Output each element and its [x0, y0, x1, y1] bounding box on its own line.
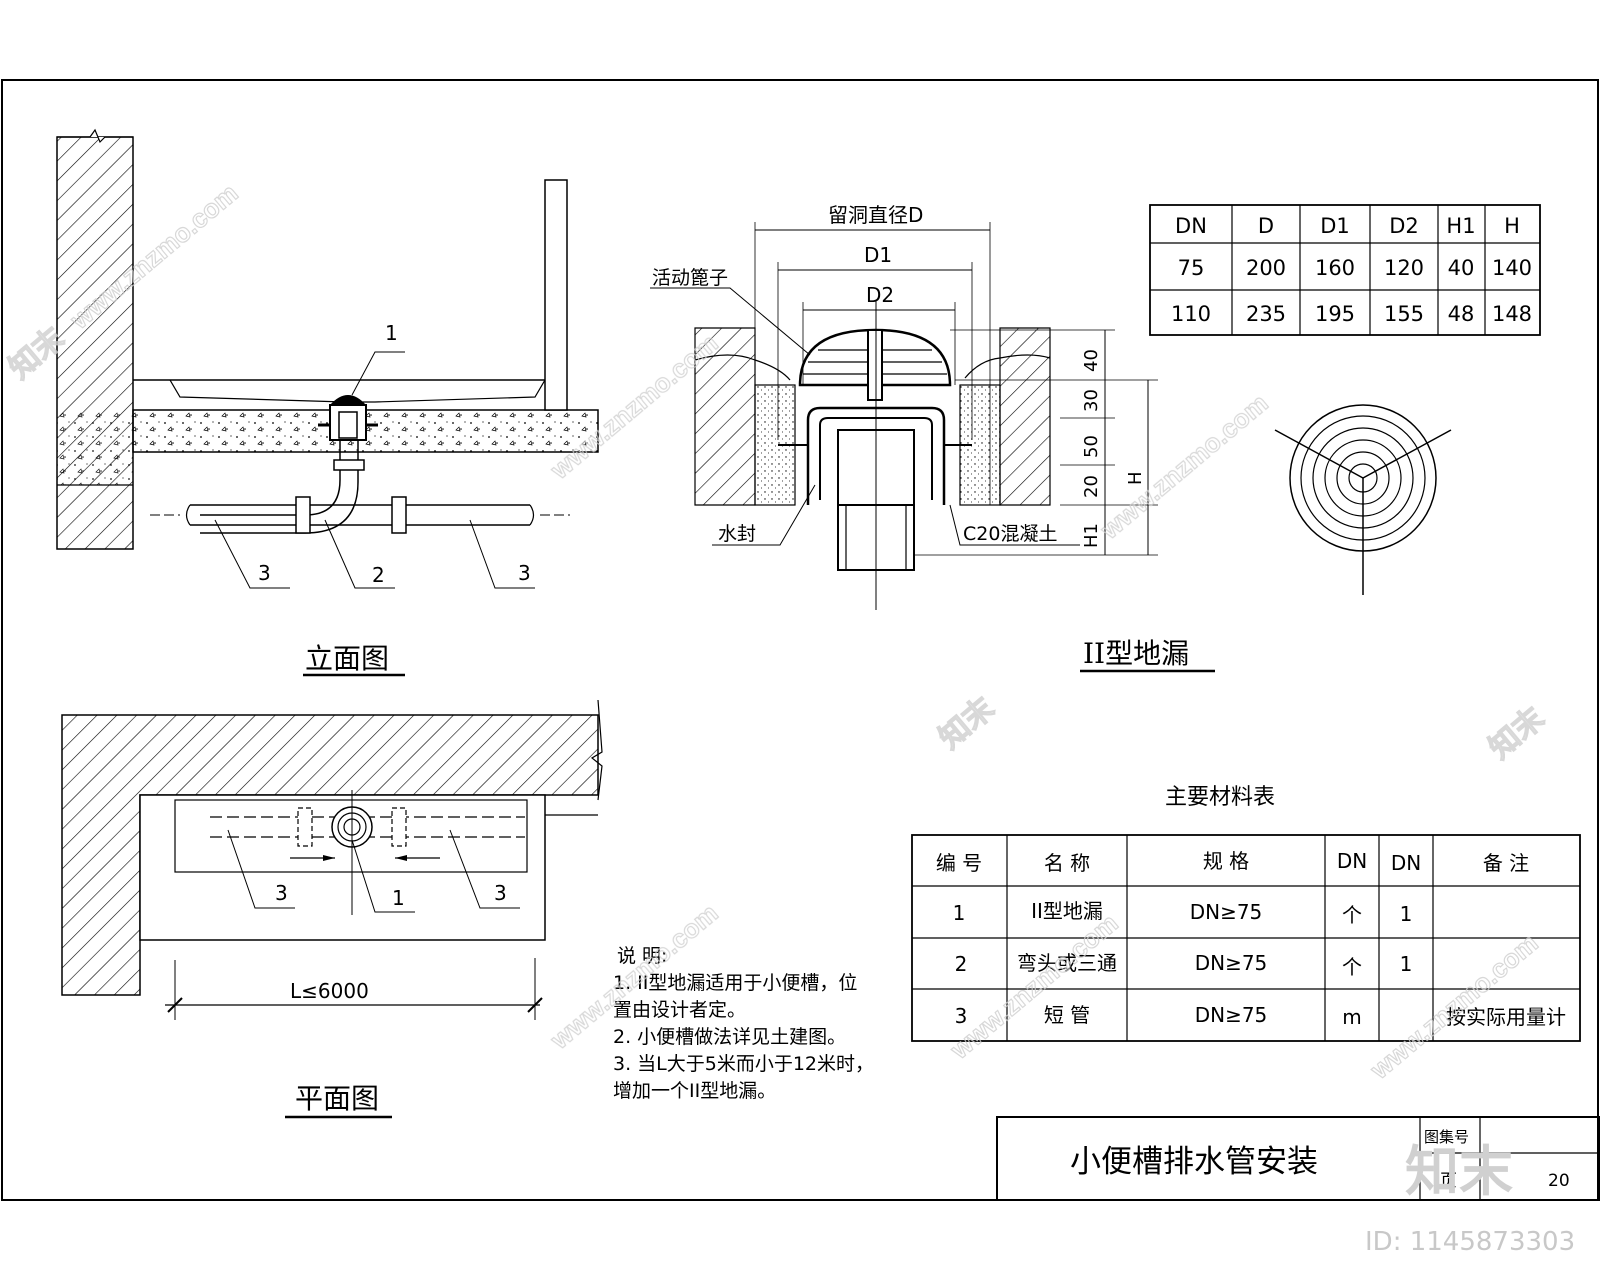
dim-table-cell: 40	[1448, 256, 1475, 280]
drain-dim-30: 30	[1081, 389, 1102, 412]
elevation-label-2: 2	[372, 563, 385, 587]
grate-plan-icon	[1274, 404, 1452, 595]
plan-length-label: L≤6000	[290, 979, 369, 1003]
plan-label-1: 1	[392, 886, 405, 910]
materials-cell: 3	[955, 1004, 968, 1028]
dim-table-cell: 148	[1492, 302, 1532, 326]
drain-h-label: H	[1125, 471, 1146, 485]
plan-title: 平面图	[295, 1082, 379, 1115]
dim-table-cell: 120	[1384, 256, 1424, 280]
watermark-logo: 知末	[1405, 1140, 1513, 1203]
dim-table-cell: 140	[1492, 256, 1532, 280]
materials-header: DN	[1337, 849, 1367, 873]
elevation-drain-grate	[330, 395, 366, 405]
materials-table: 主要材料表 编 号 名 称 规 格 DN DN 备 注 1 II型地漏 DN≥7…	[911, 785, 1581, 1042]
sheet-border	[1, 79, 1599, 1201]
drain-dim-50: 50	[1081, 435, 1102, 458]
dimension-table: DN D D1 D2 H1 H 75 200 160 120 40 140 11…	[1149, 204, 1541, 336]
dim-table-cell: 48	[1448, 302, 1475, 326]
dim-table-header: H	[1504, 214, 1520, 238]
dim-table-cell: 235	[1246, 302, 1286, 326]
dim-table-cell: 110	[1171, 302, 1211, 326]
drain-concrete-label: C20混凝土	[963, 523, 1057, 545]
materials-header: 备 注	[1483, 851, 1529, 875]
materials-header: 规 格	[1203, 849, 1249, 873]
materials-title: 主要材料表	[1165, 785, 1275, 810]
materials-header: 名 称	[1044, 851, 1090, 875]
drain-hole-label: 留洞直径D	[828, 203, 923, 227]
materials-cell: m	[1342, 1005, 1361, 1029]
plan-label-3a: 3	[275, 881, 288, 905]
elevation-view: 1 3 2 3 立面图	[56, 128, 599, 677]
notes-line: 3. 当L大于5米而小于12米时，	[613, 1053, 874, 1075]
dim-table-header: DN	[1175, 214, 1207, 238]
dim-table-header: H1	[1446, 214, 1475, 238]
materials-cell: 按实际用量计	[1446, 1005, 1566, 1029]
materials-header: 编 号	[936, 851, 982, 875]
plan-label-3b: 3	[494, 881, 507, 905]
dim-table-cell: 195	[1315, 302, 1355, 326]
materials-cell: II型地漏	[1031, 899, 1103, 923]
watermark-site: www.znzmo.com	[1094, 388, 1274, 546]
materials-cell: 1	[953, 901, 966, 925]
watermark-id: ID: 1145873303	[1365, 1227, 1575, 1257]
plan-view: 3 1 3 L≤6000 平面图	[61, 699, 603, 1119]
materials-cell: 个	[1342, 955, 1362, 979]
drawing-title: 小便槽排水管安装	[1070, 1144, 1318, 1180]
page-number: 20	[1548, 1171, 1570, 1191]
drain-d1-label: D1	[864, 243, 892, 267]
drain-seal-label: 水封	[718, 523, 756, 545]
materials-header: DN	[1391, 851, 1421, 875]
title-block: 小便槽排水管安装 图集号 页 20	[996, 1116, 1600, 1201]
drain-title: II型地漏	[1083, 637, 1189, 670]
drain-grate-label: 活动篦子	[652, 267, 728, 289]
materials-cell: 1	[1400, 952, 1413, 976]
drain-dim-40: 40	[1081, 349, 1102, 372]
notes: 说 明: 1. II型地漏适用于小便槽，位 置由设计者定。 2. 小便槽做法详见…	[613, 945, 874, 1102]
watermark-brand: 知末	[933, 692, 1000, 756]
elevation-wall	[56, 136, 134, 550]
watermark-brand: 知末	[1483, 702, 1550, 766]
elevation-label-3b: 3	[518, 561, 531, 585]
dim-table-header: D2	[1389, 214, 1419, 238]
materials-cell: DN≥75	[1195, 951, 1268, 975]
drain-section: 留洞直径D D1 D2 40 30 50 20 H H1 活动篦子 水封 C20…	[650, 203, 1215, 673]
dim-table-cell: 155	[1384, 302, 1424, 326]
notes-line: 1. II型地漏适用于小便槽，位	[613, 972, 857, 994]
elevation-label-3a: 3	[258, 561, 271, 585]
notes-line: 增加一个II型地漏。	[613, 1080, 776, 1102]
materials-cell: 弯头或三通	[1017, 951, 1117, 975]
drain-dim-20: 20	[1081, 475, 1102, 498]
notes-line: 置由设计者定。	[613, 999, 746, 1021]
materials-cell: DN≥75	[1190, 900, 1263, 924]
dim-table-cell: 75	[1178, 256, 1205, 280]
materials-cell: 1	[1400, 902, 1413, 926]
materials-cell: 个	[1342, 903, 1362, 927]
materials-cell: DN≥75	[1195, 1003, 1268, 1027]
elevation-title: 立面图	[305, 642, 389, 675]
materials-cell: 2	[955, 952, 968, 976]
dim-table-header: D	[1258, 214, 1274, 238]
notes-line: 2. 小便槽做法详见土建图。	[613, 1026, 846, 1048]
drain-d2-label: D2	[866, 283, 894, 307]
atlas-number-label: 图集号	[1424, 1128, 1469, 1146]
dim-table-cell: 200	[1246, 256, 1286, 280]
page-label: 页	[1440, 1171, 1457, 1191]
dim-table-cell: 160	[1315, 256, 1355, 280]
dim-table-header: D1	[1320, 214, 1350, 238]
drain-h1-label: H1	[1081, 523, 1102, 548]
elevation-trough-wall	[544, 179, 568, 411]
notes-heading: 说 明:	[617, 945, 667, 967]
elevation-label-1: 1	[385, 321, 398, 345]
materials-cell: 短 管	[1044, 1003, 1090, 1027]
